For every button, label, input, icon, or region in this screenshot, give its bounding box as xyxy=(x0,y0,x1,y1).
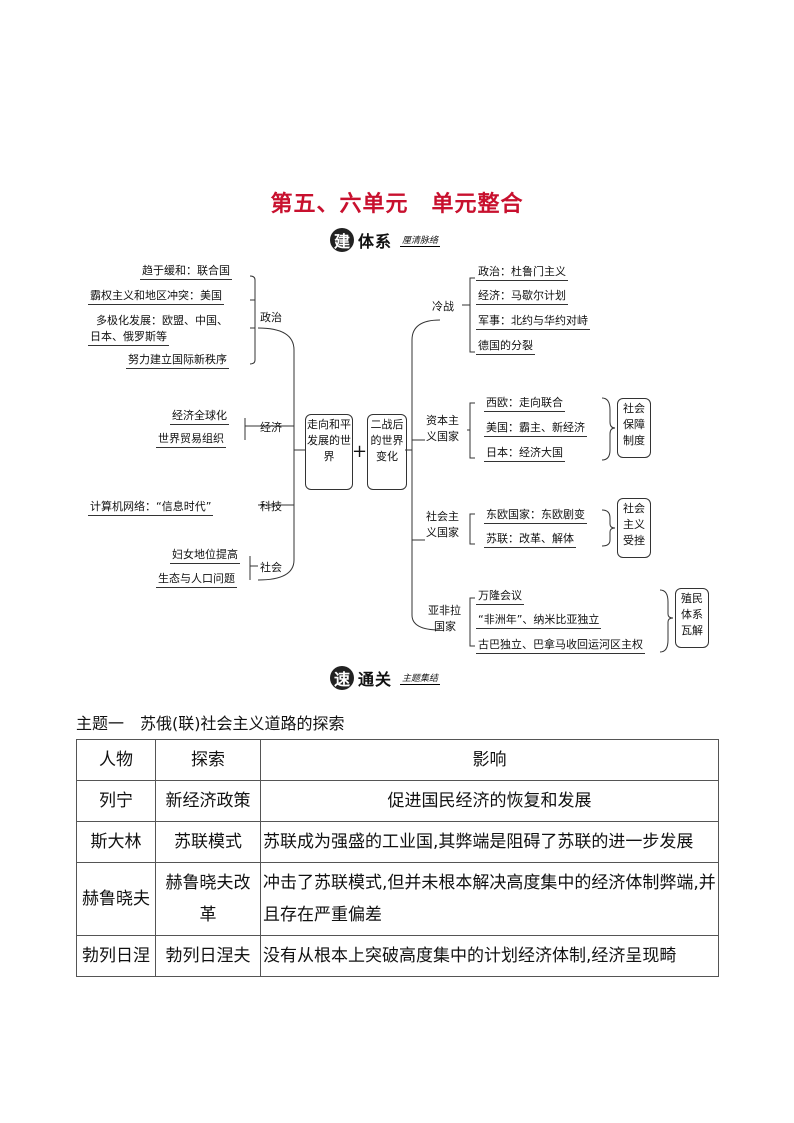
society-item-1: 妇女地位提高 xyxy=(170,546,240,564)
center-box-right: 二战后的世界变化 xyxy=(367,414,407,490)
table-cell-exploration: 新经济政策 xyxy=(155,780,261,822)
table-header-cell: 影响 xyxy=(260,739,719,781)
coldwar-item-4: 德国的分裂 xyxy=(476,337,535,355)
capitalist-item-3: 日本：经济大国 xyxy=(484,444,565,462)
table-header-cell: 探索 xyxy=(155,739,261,781)
table-row: 勃列日涅 勃列日涅夫 没有从根本上突破高度集中的计划经济体制,经济呈现畸 xyxy=(76,935,719,977)
center-box-left: 走向和平发展的世界 xyxy=(305,414,353,490)
socialist-item-2: 苏联：改革、解体 xyxy=(484,530,576,548)
table-cell-exploration: 赫鲁晓夫改革 xyxy=(155,862,261,936)
politics-item-1: 趋于缓和：联合国 xyxy=(140,262,232,280)
table-cell-person: 斯大林 xyxy=(76,821,156,863)
table-cell-impact: 苏联成为强盛的工业国,其弊端是阻碍了苏联的进一步发展 xyxy=(260,821,719,863)
section-label: 通关 xyxy=(358,670,393,689)
table-row: 斯大林 苏联模式 苏联成为强盛的工业国,其弊端是阻碍了苏联的进一步发展 xyxy=(76,821,719,863)
table-row: 赫鲁晓夫 赫鲁晓夫改革 冲击了苏联模式,但并未根本解决高度集中的经济体制弊端,并… xyxy=(76,862,719,936)
economy-label: 经济 xyxy=(260,421,282,434)
society-label: 社会 xyxy=(260,561,282,574)
table-cell-exploration: 苏联模式 xyxy=(155,821,261,863)
tech-item-1: 计算机网络：“信息时代” xyxy=(88,498,214,516)
coldwar-label: 冷战 xyxy=(432,300,454,313)
table-cell-person: 勃列日涅 xyxy=(76,935,156,977)
politics-item-5: 努力建立国际新秩序 xyxy=(126,351,229,369)
politics-item-3: 多极化发展：欧盟、中国、 xyxy=(96,314,228,327)
politics-label: 政治 xyxy=(260,311,282,324)
afroasian-item-2: “非洲年”、纳米比亚独立 xyxy=(476,611,602,629)
capitalist-label-1: 资本主 xyxy=(426,414,459,427)
section-badge-icon: 速 xyxy=(330,666,354,690)
table-header-row: 人物 探索 影响 xyxy=(76,739,719,781)
afroasian-item-3: 古巴独立、巴拿马收回运河区主权 xyxy=(476,636,645,654)
socialist-label-1: 社会主 xyxy=(426,510,459,523)
topic-title: 主题一 苏俄(联)社会主义道路的探索 xyxy=(76,714,345,733)
afroasian-label-1: 亚非拉 xyxy=(428,604,461,617)
table-cell-exploration: 勃列日涅夫 xyxy=(155,935,261,977)
plus-sign: + xyxy=(352,441,368,462)
table-cell-impact: 冲击了苏联模式,但并未根本解决高度集中的经济体制弊端,并且存在严重偏差 xyxy=(260,862,719,936)
afroasian-item-1: 万隆会议 xyxy=(476,587,524,605)
section-badge-pass: 速 通关 主题集结 xyxy=(330,666,441,690)
economy-item-1: 经济全球化 xyxy=(170,407,229,425)
politics-item-2: 霸权主义和地区冲突：美国 xyxy=(88,287,224,305)
socialist-label-2: 义国家 xyxy=(426,526,459,539)
capitalist-note: 社会保障制度 xyxy=(617,398,651,458)
section-badge-system: 建 体系 厘清脉络 xyxy=(330,228,441,252)
capitalist-item-1: 西欧：走向联合 xyxy=(484,394,565,412)
coldwar-item-3: 军事：北约与华约对峙 xyxy=(476,312,590,330)
socialist-note: 社会主义受挫 xyxy=(617,498,651,558)
section-label: 体系 xyxy=(358,232,393,251)
section-sublabel: 厘清脉络 xyxy=(400,233,441,247)
coldwar-item-1: 政治：杜鲁门主义 xyxy=(476,263,568,281)
section-sublabel: 主题集结 xyxy=(400,671,441,685)
table-cell-impact: 促进国民经济的恢复和发展 xyxy=(260,780,719,822)
exploration-table: 人物 探索 影响 列宁 新经济政策 促进国民经济的恢复和发展 斯大林 苏联模式 … xyxy=(76,739,719,977)
coldwar-item-2: 经济：马歇尔计划 xyxy=(476,287,568,305)
economy-item-2: 世界贸易组织 xyxy=(156,430,226,448)
socialist-item-1: 东欧国家：东欧剧变 xyxy=(484,506,587,524)
table-header-cell: 人物 xyxy=(76,739,156,781)
society-item-2: 生态与人口问题 xyxy=(156,570,237,588)
table-cell-person: 列宁 xyxy=(76,780,156,822)
afroasian-note: 殖民体系瓦解 xyxy=(675,588,709,648)
table-row: 列宁 新经济政策 促进国民经济的恢复和发展 xyxy=(76,780,719,822)
table-cell-person: 赫鲁晓夫 xyxy=(76,862,156,936)
mindmap-connectors xyxy=(244,275,674,653)
section-badge-icon: 建 xyxy=(330,228,354,252)
politics-item-4: 日本、俄罗斯等 xyxy=(88,328,169,346)
afroasian-label-2: 国家 xyxy=(434,620,456,633)
capitalist-label-2: 义国家 xyxy=(426,430,459,443)
page-title: 第五、六单元 单元整合 xyxy=(270,192,524,217)
tech-label: 科技 xyxy=(260,500,282,513)
capitalist-item-2: 美国：霸主、新经济 xyxy=(484,419,587,437)
table-cell-impact: 没有从根本上突破高度集中的计划经济体制,经济呈现畸 xyxy=(260,935,719,977)
